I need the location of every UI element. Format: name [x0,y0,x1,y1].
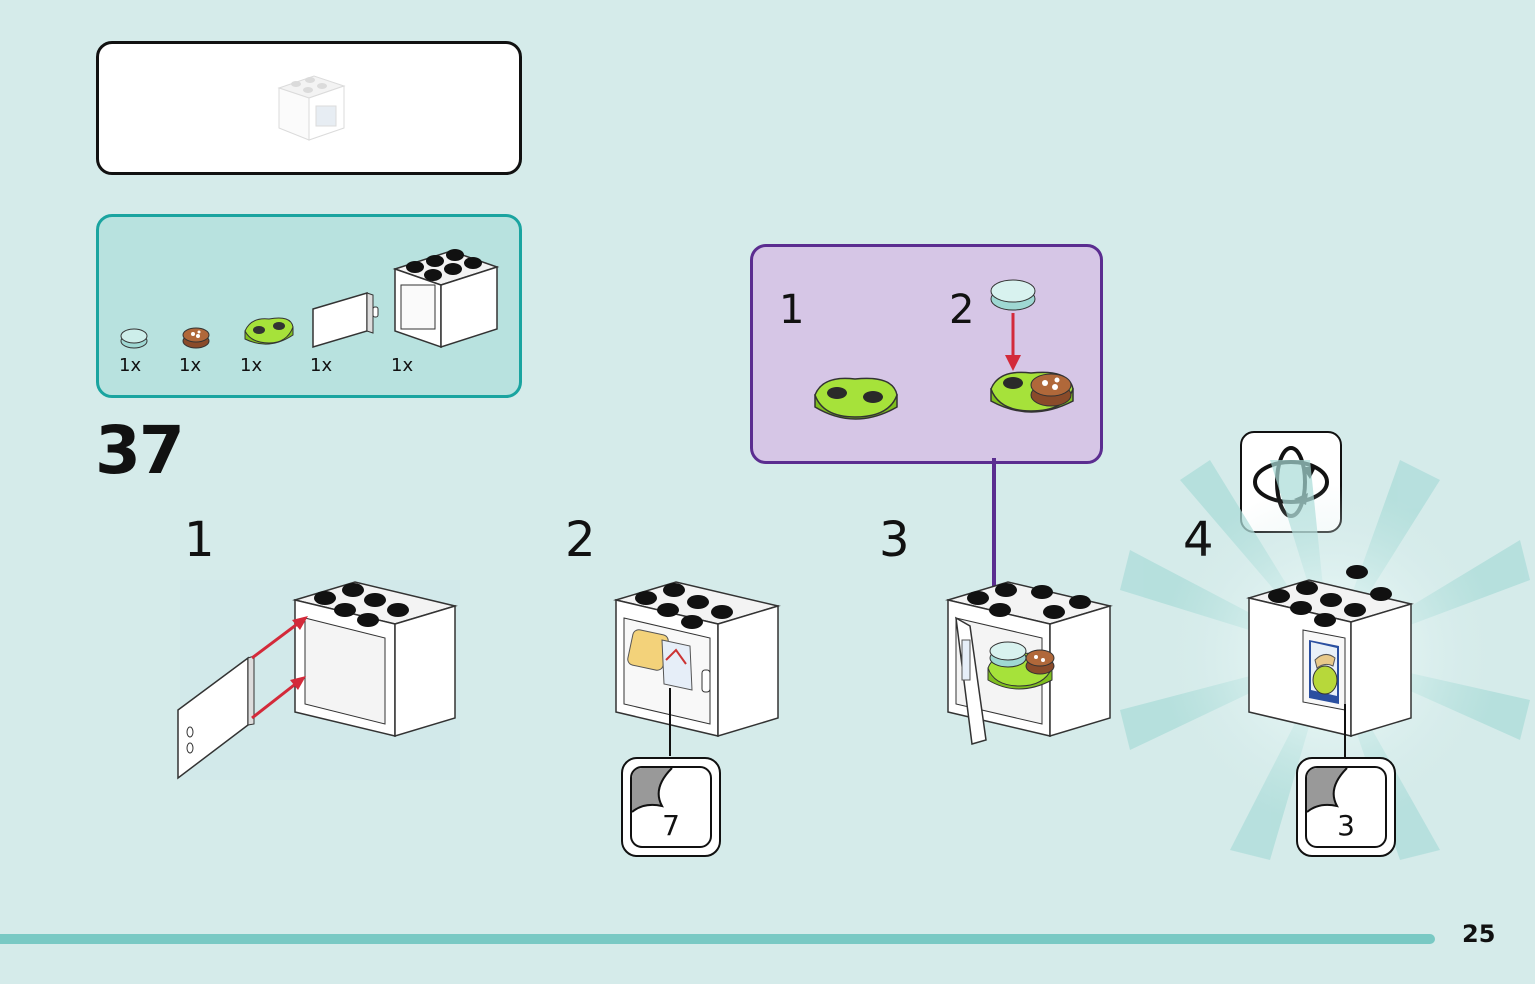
substep-2-cupboard-illustration [613,581,781,756]
substep-4-cupboard-illustration [1246,565,1414,758]
lime-plate-callout-1-icon [814,377,898,420]
substep-3-cupboard-illustration [945,581,1113,745]
part-qty-5: 1x [391,355,414,376]
white-cupboard-brick-icon [392,249,500,349]
cupboard-preview-icon [277,75,346,141]
sub-assembly-callout: 1 2 [750,244,1103,464]
sticker-sheet-label-3: 3 [1296,757,1396,857]
part-qty-1: 1x [119,355,142,376]
sticker-sheet-label-7: 7 [621,757,721,857]
part-qty-4: 1x [310,355,333,376]
part-qty-3: 1x [240,355,263,376]
step-number: 37 [95,412,185,489]
callout-step-2-number: 2 [949,287,975,333]
white-door-icon [312,291,379,349]
substep-3-number: 3 [879,512,910,568]
sticker-peel-icon [1307,768,1348,813]
transparent-round-tile-icon [120,328,148,349]
page-progress-bar [0,934,1435,944]
lime-plate-1x2-icon [244,317,294,345]
substep-2-number: 2 [565,512,596,568]
sticker-number-3: 3 [1337,809,1355,842]
sticker-number-7: 7 [662,809,680,842]
callout-2-assembly-icon [990,279,1074,413]
page-number: 25 [1462,920,1496,948]
sticker-peel-icon [632,768,673,813]
model-preview-box [96,41,522,175]
parts-list-box: 1x 1x 1x 1x 1x [96,214,522,398]
substep-1-number: 1 [184,512,215,568]
substep-1-cupboard-illustration [177,580,460,780]
brown-cookie-tile-icon [182,327,210,349]
part-qty-2: 1x [179,355,202,376]
callout-step-1-number: 1 [779,287,805,333]
